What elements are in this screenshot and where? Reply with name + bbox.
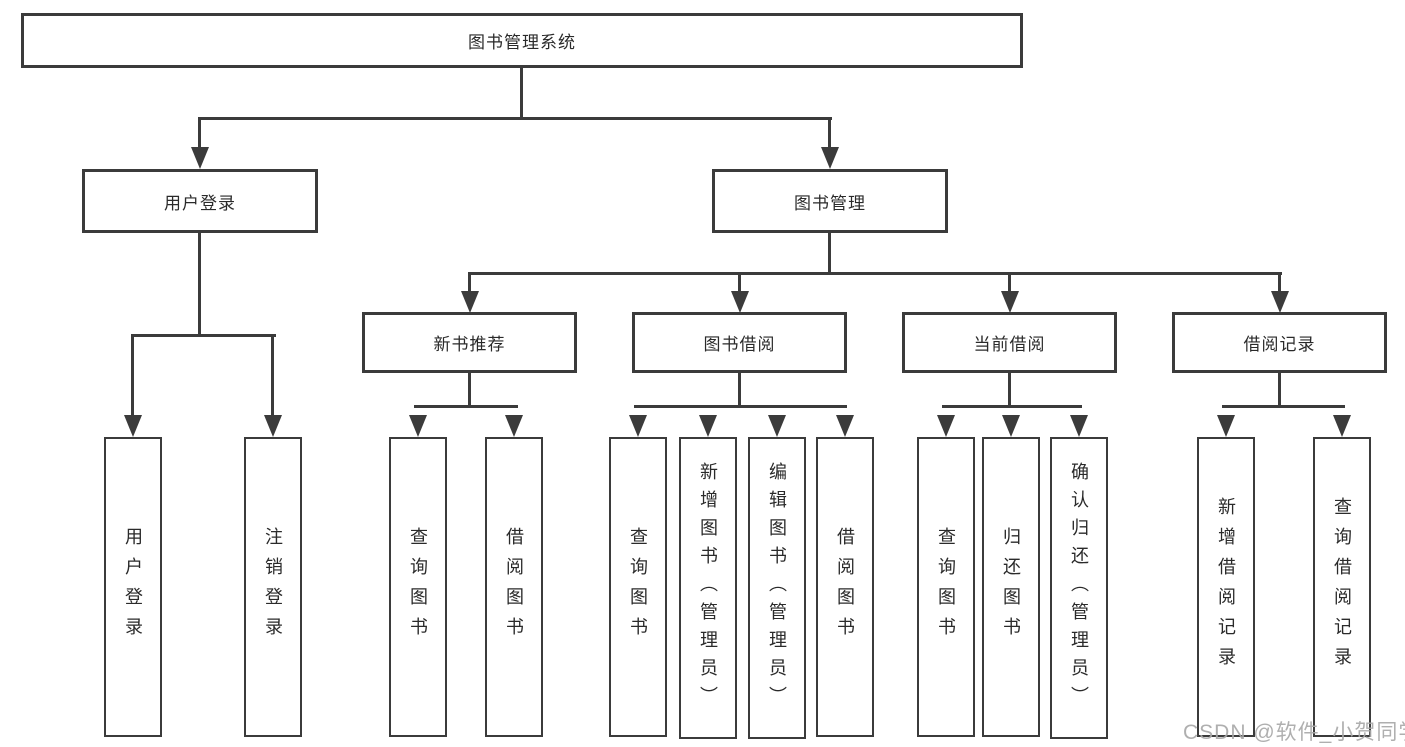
leaf-user-login: 用户登录 (104, 437, 162, 737)
connector-to-user-login (198, 117, 201, 149)
node-label: 图书管理系统 (468, 33, 576, 52)
leaf-label: 新增借阅记录 (1216, 497, 1236, 677)
leaf-query-books-current: 查询图书 (917, 437, 975, 737)
leaf-query-books-borrowing: 查询图书 (609, 437, 667, 737)
leaf-label: 查询图书 (408, 527, 428, 647)
leaf-label: 查询图书 (628, 527, 648, 647)
arrowhead-new-book (461, 291, 479, 313)
arrowhead-leaf (1002, 415, 1020, 437)
connector-to-new-book (468, 272, 471, 292)
node-label: 当前借阅 (973, 335, 1046, 354)
leaf-label: 注销登录 (263, 527, 283, 647)
leaf-label: 借阅图书 (835, 527, 855, 647)
connector-userlogin-branch (131, 334, 276, 337)
arrowhead-borrow-records (1271, 291, 1289, 313)
connector-userlogin-stem (198, 233, 201, 337)
arrowhead-leaf (1070, 415, 1088, 437)
connector-records-branch (1222, 405, 1345, 408)
connector-to-book-borrow (738, 272, 741, 292)
connector-bookmgmt-stem (828, 233, 831, 275)
node-new-book-recommend: 新书推荐 (362, 312, 577, 373)
arrowhead-leaf (937, 415, 955, 437)
arrowhead-leaf (836, 415, 854, 437)
arrowhead-user-login (191, 147, 209, 169)
connector-currentborrow-branch (942, 405, 1082, 408)
node-label: 借阅记录 (1243, 335, 1316, 354)
arrowhead-leaf (1333, 415, 1351, 437)
node-label: 图书借阅 (703, 335, 776, 354)
connector-to-book-mgmt (828, 117, 831, 149)
arrowhead-leaf-logout (264, 415, 282, 437)
connector-to-current-borrow (1008, 272, 1011, 292)
connector-root-branch (198, 117, 832, 120)
leaf-borrow-books-recommend: 借阅图书 (485, 437, 543, 737)
arrowhead-leaf (699, 415, 717, 437)
node-book-borrowing: 图书借阅 (632, 312, 847, 373)
connector-to-leaf-logout (271, 334, 274, 417)
arrowhead-leaf (768, 415, 786, 437)
node-borrowing-records: 借阅记录 (1172, 312, 1387, 373)
node-label: 用户登录 (164, 193, 236, 213)
node-label: 图书管理 (794, 193, 866, 213)
connector-currentborrow-stem (1008, 373, 1011, 408)
leaf-label: 用户登录 (123, 527, 143, 647)
connector-bookmgmt-branch (468, 272, 1282, 275)
leaf-add-borrow-record: 新增借阅记录 (1197, 437, 1255, 737)
connector-newbook-stem (468, 373, 471, 408)
arrowhead-book-mgmt (821, 147, 839, 169)
leaf-return-books: 归还图书 (982, 437, 1040, 737)
leaf-label: 归还图书 (1001, 527, 1021, 647)
connector-root-stem (520, 68, 523, 119)
leaf-query-borrow-record: 查询借阅记录 (1313, 437, 1371, 737)
node-library-system: 图书管理系统 (21, 13, 1023, 68)
leaf-label: 确认归还（管理员） (1069, 462, 1089, 714)
arrowhead-leaf (1217, 415, 1235, 437)
leaf-label: 编辑图书（管理员） (767, 462, 787, 714)
leaf-confirm-return-admin: 确认归还（管理员） (1050, 437, 1108, 739)
leaf-label: 新增图书（管理员） (698, 462, 718, 714)
leaf-logout: 注销登录 (244, 437, 302, 737)
node-label: 新书推荐 (433, 335, 506, 354)
leaf-query-books-recommend: 查询图书 (389, 437, 447, 737)
leaf-label: 借阅图书 (504, 527, 524, 647)
leaf-label: 查询图书 (936, 527, 956, 647)
connector-to-borrow-records (1278, 272, 1281, 292)
arrowhead-leaf (629, 415, 647, 437)
leaf-borrow-books: 借阅图书 (816, 437, 874, 737)
arrowhead-current-borrow (1001, 291, 1019, 313)
leaf-edit-books-admin: 编辑图书（管理员） (748, 437, 806, 739)
connector-bookborrow-branch (634, 405, 847, 408)
connector-records-stem (1278, 373, 1281, 408)
arrowhead-book-borrow (731, 291, 749, 313)
arrowhead-leaf (409, 415, 427, 437)
connector-newbook-branch (414, 405, 518, 408)
arrowhead-leaf (505, 415, 523, 437)
node-current-borrowing: 当前借阅 (902, 312, 1117, 373)
node-book-management: 图书管理 (712, 169, 948, 233)
csdn-watermark: CSDN @软件_小贺同学 (1183, 721, 1405, 744)
connector-to-leaf-login (131, 334, 134, 417)
leaf-add-books-admin: 新增图书（管理员） (679, 437, 737, 739)
leaf-label: 查询借阅记录 (1332, 497, 1352, 677)
connector-bookborrow-stem (738, 373, 741, 408)
node-user-login: 用户登录 (82, 169, 318, 233)
arrowhead-leaf-login (124, 415, 142, 437)
